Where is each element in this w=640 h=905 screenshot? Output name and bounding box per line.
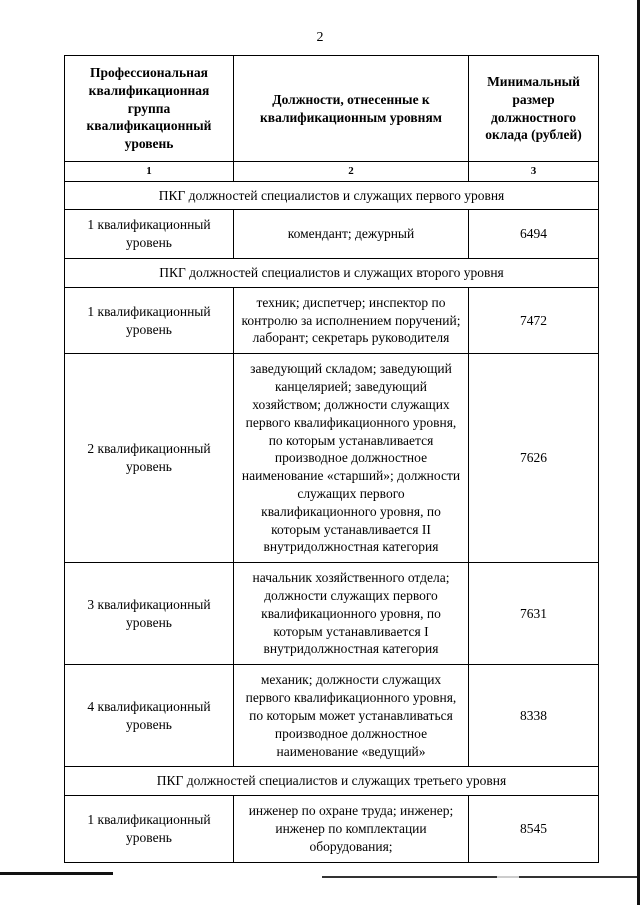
- section-title-row: ПКГ должностей специалистов и служащих п…: [64, 180, 599, 211]
- table-header-row: Профессиональная квалификационная группа…: [64, 54, 599, 163]
- header-min-salary: Минимальный размер должностного оклада (…: [468, 54, 599, 163]
- section-title: ПКГ должностей специалистов и служащих т…: [64, 766, 599, 797]
- table-row: 1 квалификационный уровень техник; диспе…: [64, 286, 599, 355]
- section-title-row: ПКГ должностей специалистов и служащих т…: [64, 766, 599, 797]
- cell-positions: техник; диспетчер; инспектор по контролю…: [233, 286, 469, 355]
- table-row: 4 квалификационный уровень механик; долж…: [64, 664, 599, 768]
- cell-positions: начальник хозяйственного отдела; должнос…: [233, 562, 469, 666]
- cell-salary: 7472: [468, 286, 599, 355]
- cell-positions: комендант; дежурный: [233, 209, 469, 260]
- table-row: 1 квалификационный уровень инженер по ох…: [64, 795, 599, 863]
- cell-positions: заведующий складом; заведующий канцеляри…: [233, 353, 469, 564]
- cell-salary: 7626: [468, 353, 599, 564]
- cell-positions: механик; должности служащих первого квал…: [233, 664, 469, 768]
- qualification-salary-table: Профессиональная квалификационная группа…: [64, 54, 599, 863]
- table-row: 3 квалификационный уровень начальник хоз…: [64, 562, 599, 666]
- cell-salary: 6494: [468, 209, 599, 260]
- section-title: ПКГ должностей специалистов и служащих в…: [64, 258, 599, 288]
- section-title: ПКГ должностей специалистов и служащих п…: [64, 180, 599, 211]
- header-qual-group: Профессиональная квалификационная группа…: [64, 54, 234, 163]
- cell-level: 1 квалификационный уровень: [64, 209, 234, 260]
- table-row: 2 квалификационный уровень заведующий ск…: [64, 353, 599, 564]
- column-number-row: 1 2 3: [64, 161, 599, 182]
- scan-edge-artifact: [637, 0, 640, 905]
- cell-level: 3 квалификационный уровень: [64, 562, 234, 666]
- cell-level: 1 квалификационный уровень: [64, 795, 234, 863]
- cell-salary: 8545: [468, 795, 599, 863]
- colnum-3: 3: [468, 161, 599, 182]
- cell-positions: инженер по охране труда; инженер; инжене…: [233, 795, 469, 863]
- footnote-separator-left: [0, 872, 113, 875]
- section-title-row: ПКГ должностей специалистов и служащих в…: [64, 258, 599, 288]
- colnum-2: 2: [233, 161, 469, 182]
- header-positions: Должности, отнесенные к квалификационным…: [233, 54, 469, 163]
- cell-level: 2 квалификационный уровень: [64, 353, 234, 564]
- cell-level: 1 квалификационный уровень: [64, 286, 234, 355]
- cell-level: 4 квалификационный уровень: [64, 664, 234, 768]
- colnum-1: 1: [64, 161, 234, 182]
- cell-salary: 7631: [468, 562, 599, 666]
- footnote-separator-right: [322, 876, 640, 878]
- cell-salary: 8338: [468, 664, 599, 768]
- page-number: 2: [316, 30, 324, 45]
- table-row: 1 квалификационный уровень комендант; де…: [64, 209, 599, 260]
